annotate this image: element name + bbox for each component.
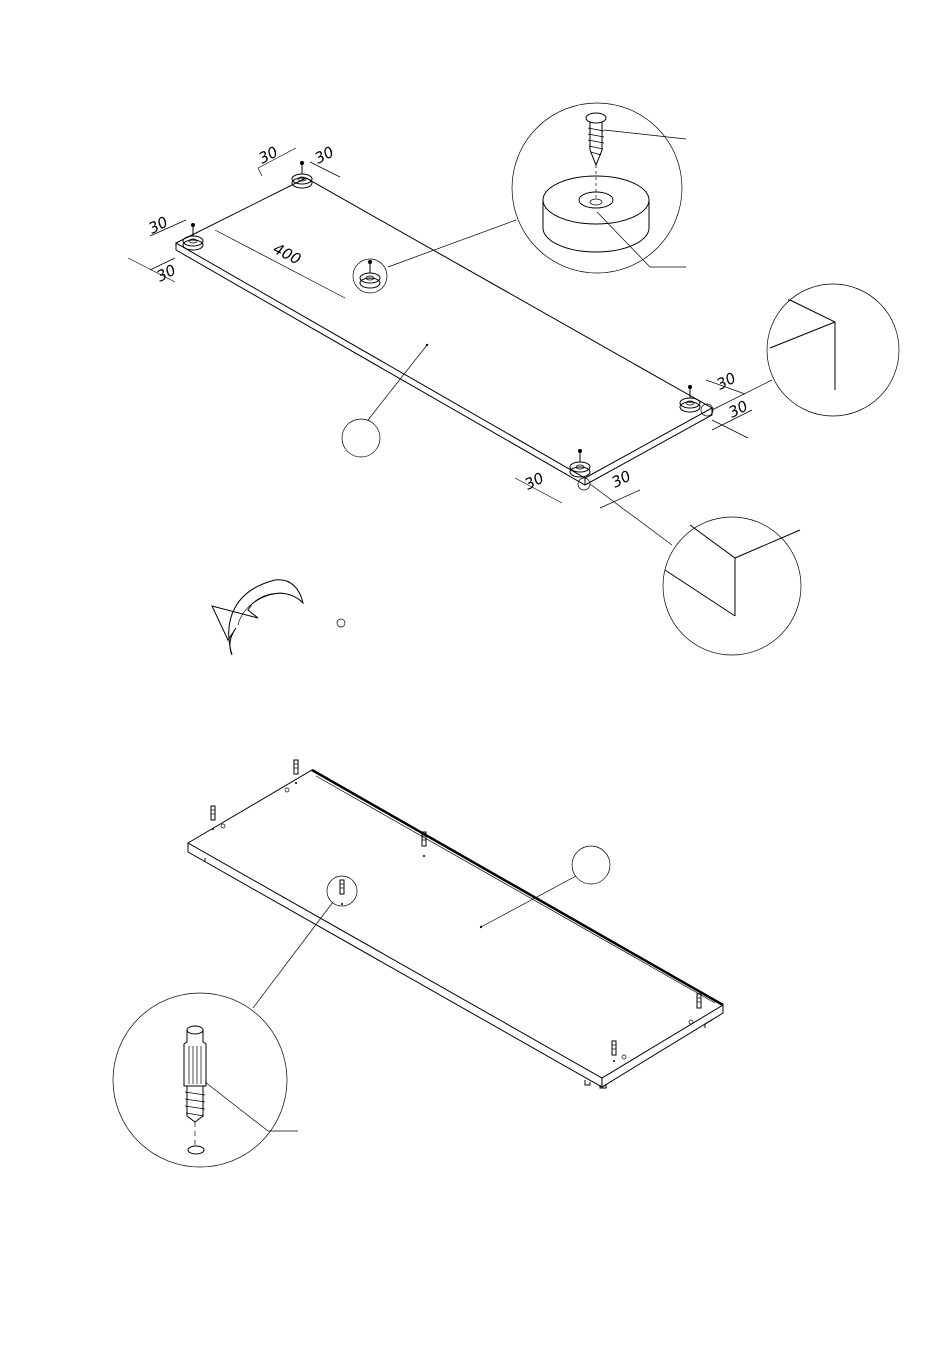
screw-icon	[586, 113, 606, 165]
edge-detail-magnifier	[701, 284, 899, 416]
board-panel-2	[188, 770, 723, 1088]
dimension-lines	[128, 148, 752, 508]
dimension-label: 30	[312, 143, 337, 168]
flip-arrow-icon	[212, 580, 303, 655]
dimension-label: 400	[270, 240, 304, 269]
bottom-panel-with-dowels	[113, 760, 723, 1167]
board-panel-1	[176, 178, 712, 485]
dimension-label: 30	[256, 143, 281, 168]
glide-foot-icon	[543, 176, 649, 252]
cam-dowel-icon	[422, 832, 426, 857]
cam-dowel-icon	[184, 1026, 206, 1122]
glide-foot-icon	[353, 259, 387, 293]
pivot-marker	[337, 619, 345, 627]
dowel-detail-magnifier	[113, 902, 333, 1167]
dimension-label: 30	[609, 467, 634, 492]
dimension-label: 30	[726, 397, 751, 422]
dimension-label: 30	[714, 369, 739, 394]
part-callout	[480, 846, 610, 928]
glide-foot-icon	[183, 223, 203, 250]
top-panel-with-feet: 30 30 30 30 400 30 30 30 30	[128, 103, 899, 655]
glide-foot-icon	[570, 449, 590, 477]
edge-detail-magnifier	[578, 478, 801, 655]
cam-dowel-icon	[285, 760, 298, 792]
glide-foot-icon	[680, 385, 700, 412]
cam-dowel-icon	[211, 806, 225, 830]
part-callout	[342, 344, 428, 457]
cam-dowel-icon	[327, 876, 357, 906]
dimension-label: 30	[146, 213, 171, 238]
foot-detail-magnifier	[388, 103, 686, 273]
cam-dowel-icon	[612, 1041, 626, 1062]
dimension-label: 30	[522, 469, 547, 494]
